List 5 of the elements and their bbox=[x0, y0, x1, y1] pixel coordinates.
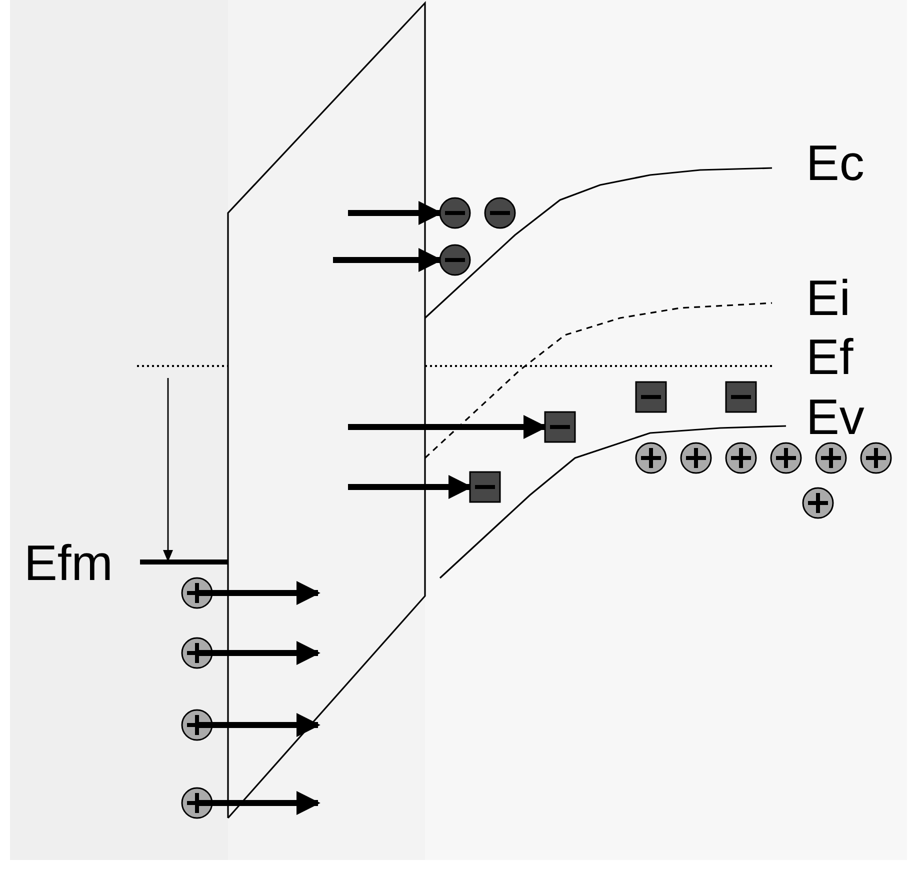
band-label: Ei bbox=[806, 273, 850, 323]
band-label: Ec bbox=[806, 138, 864, 188]
band-label: Ef bbox=[806, 332, 854, 382]
band-label: Efm bbox=[24, 538, 113, 588]
band-label: Ev bbox=[806, 392, 864, 442]
